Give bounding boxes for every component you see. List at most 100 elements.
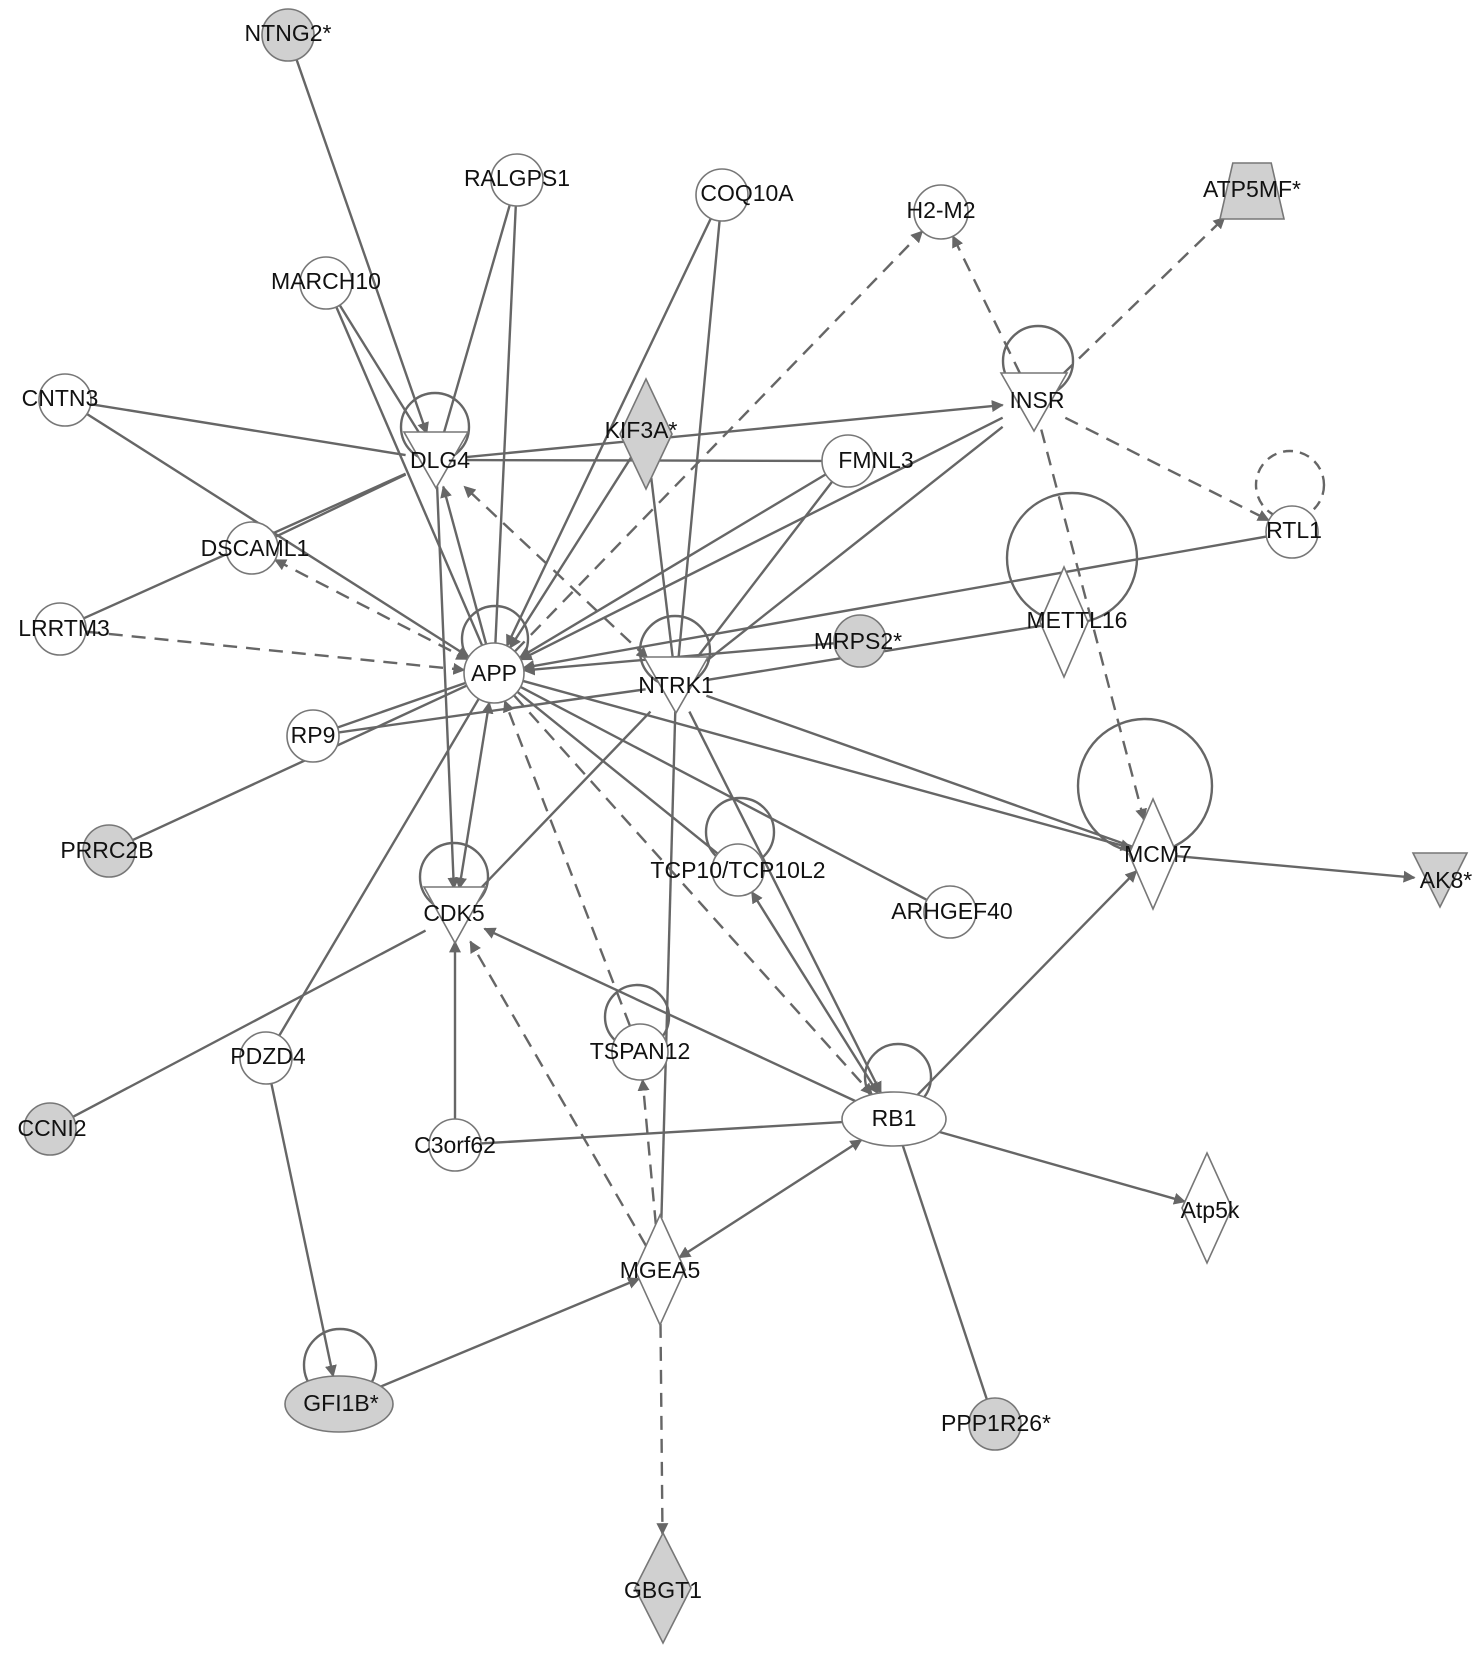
node-dscaml1 (225, 521, 279, 575)
edge-ppp1r26-rb1 (901, 1145, 988, 1400)
edge-pdzd4-app (278, 698, 480, 1037)
label-c3orf62: C3orf62 (414, 1132, 496, 1158)
node-gbgt1 (634, 1531, 692, 1645)
edge-prrc2b-app (132, 684, 468, 842)
label-rb1: RB1 (872, 1105, 917, 1131)
node-rtl1 (1265, 505, 1319, 559)
edge-gfi1b-mgea5 (380, 1277, 641, 1388)
node-coq10a (695, 168, 749, 222)
node-arhgef40 (923, 885, 977, 939)
label-arhgef40: ARHGEF40 (891, 898, 1012, 924)
node-fmnl3 (821, 434, 875, 488)
edge-march10-app (335, 306, 484, 646)
edge-app-h2m2 (514, 230, 924, 653)
label-mcm7: MCM7 (1124, 841, 1192, 867)
edge-ntrk1-rb1 (688, 711, 882, 1094)
node-rp9 (286, 709, 340, 763)
label-tspan12: TSPAN12 (590, 1038, 691, 1064)
node-rb1 (841, 1091, 947, 1147)
label-gfi1b: GFI1B* (303, 1390, 378, 1416)
edge-insr-h2m2 (951, 235, 1022, 375)
label-cntn3: CNTN3 (22, 385, 99, 411)
edge-coq10a-ntrk1 (677, 220, 721, 659)
node-mcm7 (1128, 796, 1178, 912)
node-insr (999, 372, 1069, 433)
node-gfi1b (284, 1375, 394, 1433)
edge-ralgps1-dlg4 (442, 204, 511, 434)
edge-c3orf62-rb1 (480, 1120, 843, 1145)
label-gbgt1: GBGT1 (624, 1577, 702, 1603)
label-ccni2: CCNI2 (17, 1115, 86, 1141)
node-c3orf62 (428, 1118, 482, 1172)
edge-ntng2-dlg4 (295, 59, 429, 435)
label-h2m2: H2-M2 (906, 197, 975, 223)
edge-mgea5-ntrk1 (660, 711, 677, 1219)
node-ppp1r26 (968, 1397, 1022, 1451)
edge-ntrk1-cdk5 (479, 710, 652, 890)
label-insr: INSR (1010, 387, 1065, 413)
edge-insr-app (519, 416, 1004, 661)
node-mgea5 (634, 1213, 686, 1327)
node-cdk5 (422, 886, 488, 945)
label-mgea5: MGEA5 (620, 1257, 701, 1283)
edge-insr-atp5mf (1061, 216, 1226, 376)
edge-march10-dlg4 (338, 304, 421, 435)
node-ntrk1 (642, 656, 710, 715)
edge-mgea5-tspan12 (637, 1078, 657, 1225)
edge-app-arhgef40 (520, 685, 928, 901)
label-lrrtm3: LRRTM3 (18, 615, 110, 641)
label-dscaml1: DSCAML1 (201, 535, 310, 561)
edge-lrrtm3-app (85, 630, 466, 675)
edge-rtl1-app (522, 535, 1267, 672)
edge-ntrk1-mcm7 (705, 694, 1133, 848)
edge-ralgps1-app (494, 205, 517, 644)
label-tcp10: TCP10/TCP10L2 (650, 857, 825, 883)
edge-rb1-cdk5 (483, 927, 856, 1103)
label-ntrk1: NTRK1 (638, 672, 713, 698)
node-ntng2 (261, 8, 315, 62)
node-cntn3 (38, 373, 92, 427)
node-prrc2b (82, 824, 136, 878)
label-dlg4: DLG4 (410, 447, 470, 473)
edge-rp9-app (337, 681, 467, 729)
edge-app-tcp10 (516, 690, 719, 855)
node-ralgps1 (490, 153, 544, 207)
node-kif3a (619, 377, 673, 491)
label-rtl1: RTL1 (1266, 517, 1322, 543)
label-march10: MARCH10 (271, 268, 381, 294)
edge-insr-rtl1 (1064, 416, 1270, 522)
edge-mgea5-cdk5 (469, 940, 648, 1247)
edge-mgea5-rb1 (678, 1139, 863, 1259)
edge-tspan12-app (503, 699, 632, 1027)
label-pdzd4: PDZD4 (230, 1043, 306, 1069)
edge-app-dlg4 (440, 485, 488, 645)
edge-rb1-atp5k (939, 1130, 1187, 1205)
edge-kif3a-ntrk1 (650, 477, 675, 659)
edge-mgea5-gbgt1 (656, 1323, 669, 1536)
label-ppp1r26: PPP1R26* (941, 1410, 1051, 1436)
node-h2m2 (913, 184, 969, 240)
label-kif3a: KIF3A* (605, 417, 678, 443)
label-ak8: AK8* (1420, 867, 1472, 893)
label-coq10a: COQ10A (700, 180, 794, 206)
label-app: APP (471, 660, 517, 686)
edge-cntn3-dlg4 (90, 402, 406, 457)
edge-mcm7-ak8 (1175, 854, 1416, 883)
node-mrps2 (833, 614, 887, 668)
node-dlg4 (402, 431, 470, 490)
edge-dlg4-insr (466, 400, 1004, 459)
label-mrps2: MRPS2* (814, 628, 902, 654)
edge-fmnl3-ntrk1 (695, 480, 834, 660)
edge-fmnl3-app (518, 473, 827, 659)
edge-ccni2-cdk5 (72, 929, 427, 1118)
node-atp5mf (1218, 162, 1286, 220)
edge-dscaml1-app (274, 558, 469, 661)
label-ntng2: NTNG2* (245, 20, 332, 46)
label-cdk5: CDK5 (423, 900, 484, 926)
edge-app-mcm7 (522, 679, 1133, 852)
edge-pdzd4-gfi1b (270, 1083, 337, 1378)
node-tcp10 (711, 843, 765, 897)
node-ak8 (1411, 852, 1469, 909)
edge-kif3a-app (509, 456, 633, 649)
node-mettl16 (1039, 564, 1089, 680)
